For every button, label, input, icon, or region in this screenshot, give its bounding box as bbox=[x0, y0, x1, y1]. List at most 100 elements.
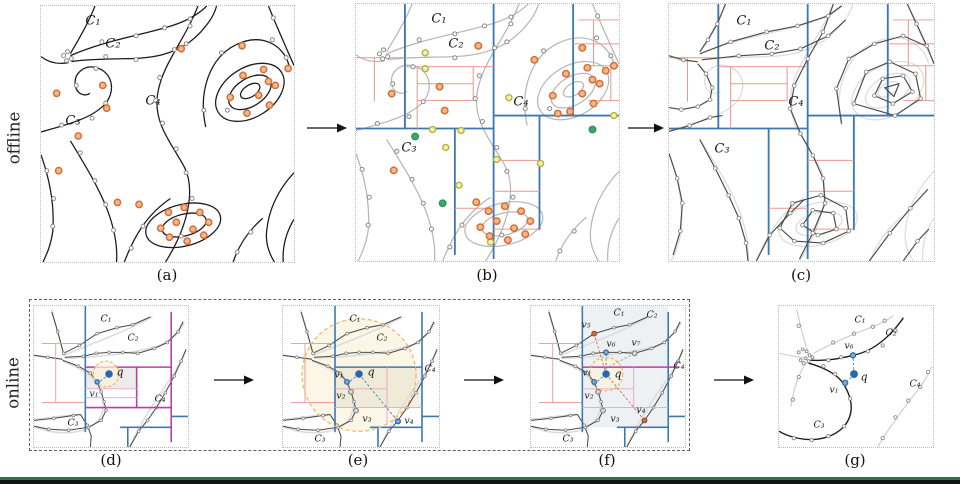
sample-points bbox=[790, 318, 931, 443]
label-v4: v₄ bbox=[636, 404, 646, 416]
label-c3: C₃ bbox=[401, 140, 417, 156]
vertex-v1 bbox=[94, 379, 100, 385]
curves-gray bbox=[356, 4, 619, 261]
vertex-v6 bbox=[603, 349, 609, 356]
label-v5: v₅ bbox=[581, 319, 591, 331]
label-v4: v₄ bbox=[404, 415, 414, 427]
sample-points-white bbox=[359, 13, 614, 254]
label-c4: C₄ bbox=[154, 393, 166, 405]
caption-d: (d) bbox=[100, 451, 122, 469]
caption-c: (c) bbox=[790, 266, 812, 284]
label-c1: C₁ bbox=[854, 314, 866, 326]
panel-g: C₁ C₂ C₃ C₄ q v₆ v₁ bbox=[778, 305, 934, 448]
label-c1: C₁ bbox=[100, 313, 112, 325]
vertex-v4 bbox=[394, 418, 401, 425]
caption-g: (g) bbox=[844, 451, 866, 469]
query-point bbox=[355, 370, 363, 378]
caption-f: (f) bbox=[598, 451, 616, 469]
label-c2: C₂ bbox=[376, 332, 388, 344]
vertex-v3 bbox=[600, 407, 606, 414]
search-ball-border bbox=[301, 318, 417, 432]
label-v2: v₂ bbox=[336, 390, 346, 402]
footer-green-line bbox=[0, 477, 960, 480]
footer-black-bar bbox=[0, 480, 960, 484]
candidate-line-v7 bbox=[609, 352, 635, 367]
panel-c: C₁ C₂ C₃ C₄ bbox=[668, 3, 935, 262]
label-c3: C₃ bbox=[562, 433, 574, 445]
label-c1: C₁ bbox=[85, 13, 101, 29]
label-v7: v₇ bbox=[631, 337, 641, 349]
arrow-right-icon bbox=[214, 375, 254, 385]
label-c4: C₄ bbox=[673, 360, 685, 372]
query-point bbox=[105, 370, 113, 378]
label-c3: C₃ bbox=[714, 141, 730, 157]
panel-g-canvas bbox=[779, 309, 933, 447]
label-v3: v₃ bbox=[362, 413, 372, 425]
caption-e: (e) bbox=[347, 451, 369, 469]
label-c1: C₁ bbox=[349, 313, 361, 325]
row-label-offline: offline bbox=[4, 111, 24, 165]
label-q: q bbox=[860, 370, 868, 384]
crossing-points-yellow bbox=[421, 49, 618, 246]
panel-f-canvas bbox=[531, 306, 685, 447]
vertex-v5 bbox=[591, 330, 598, 337]
label-c4: C₄ bbox=[145, 93, 161, 109]
vertex-v1 bbox=[841, 379, 849, 387]
label-c2: C₂ bbox=[127, 332, 139, 344]
vertex-v4 bbox=[641, 417, 648, 424]
label-c2: C₂ bbox=[764, 38, 780, 54]
panel-e-canvas bbox=[283, 306, 439, 447]
panel-a: C₁ C₂ C₃ C₄ bbox=[40, 5, 295, 263]
vertex-v2 bbox=[595, 388, 602, 395]
arrow-right-icon bbox=[307, 123, 347, 133]
seed-points-orange bbox=[52, 41, 292, 246]
label-c4: C₄ bbox=[909, 378, 921, 390]
label-q: q bbox=[367, 365, 375, 379]
panel-c-canvas bbox=[669, 4, 934, 261]
label-c4: C₄ bbox=[424, 363, 436, 375]
row-label-online: online bbox=[3, 357, 23, 409]
special-points-green bbox=[411, 125, 597, 208]
query-point bbox=[850, 370, 858, 378]
panel-d: C₁ C₂ C₃ C₄ q v₁ bbox=[33, 305, 189, 448]
panel-b: C₁ C₂ C₃ C₄ bbox=[355, 3, 620, 262]
label-v1: v₁ bbox=[334, 369, 344, 381]
panel-e: C₁ C₂ C₃ C₄ q v₁ v₂ v₃ v₄ bbox=[282, 305, 440, 448]
panel-d-canvas bbox=[34, 306, 188, 447]
caption-a: (a) bbox=[156, 266, 178, 284]
label-v1: v₁ bbox=[89, 388, 99, 400]
label-q: q bbox=[116, 365, 124, 379]
label-c3: C₃ bbox=[813, 419, 825, 431]
label-c2: C₂ bbox=[448, 36, 464, 52]
panel-b-canvas bbox=[356, 4, 619, 261]
label-v6: v₆ bbox=[844, 340, 854, 352]
vertex-v2 bbox=[348, 388, 354, 395]
vertex-v6 bbox=[849, 352, 857, 359]
partition-lines bbox=[538, 306, 685, 447]
sample-points-white bbox=[44, 15, 289, 255]
label-c2: C₂ bbox=[105, 36, 121, 52]
vertex-v1 bbox=[343, 378, 350, 385]
candidate-line-q-v4 bbox=[605, 373, 645, 421]
match-line-q-v4 bbox=[358, 373, 399, 422]
query-point bbox=[602, 370, 610, 378]
online-group-box bbox=[29, 299, 690, 451]
label-v2: v₂ bbox=[584, 390, 594, 402]
label-c1: C₁ bbox=[613, 307, 625, 319]
arrow-right-icon bbox=[464, 375, 504, 385]
label-v3: v₃ bbox=[610, 413, 620, 425]
label-c3: C₃ bbox=[67, 417, 79, 429]
label-v1: v₁ bbox=[582, 367, 592, 379]
panel-a-canvas bbox=[41, 6, 294, 262]
label-c2: C₂ bbox=[885, 327, 897, 339]
label-c4: C₄ bbox=[513, 94, 529, 110]
caption-b: (b) bbox=[476, 266, 498, 284]
vertex-v1 bbox=[591, 378, 598, 385]
label-c2: C₂ bbox=[646, 309, 658, 321]
match-line-q-v6 bbox=[852, 356, 855, 375]
vertex-v3 bbox=[353, 407, 359, 414]
label-v6: v₆ bbox=[606, 338, 616, 350]
label-c1: C₁ bbox=[736, 13, 752, 29]
arrow-right-icon bbox=[628, 123, 664, 133]
